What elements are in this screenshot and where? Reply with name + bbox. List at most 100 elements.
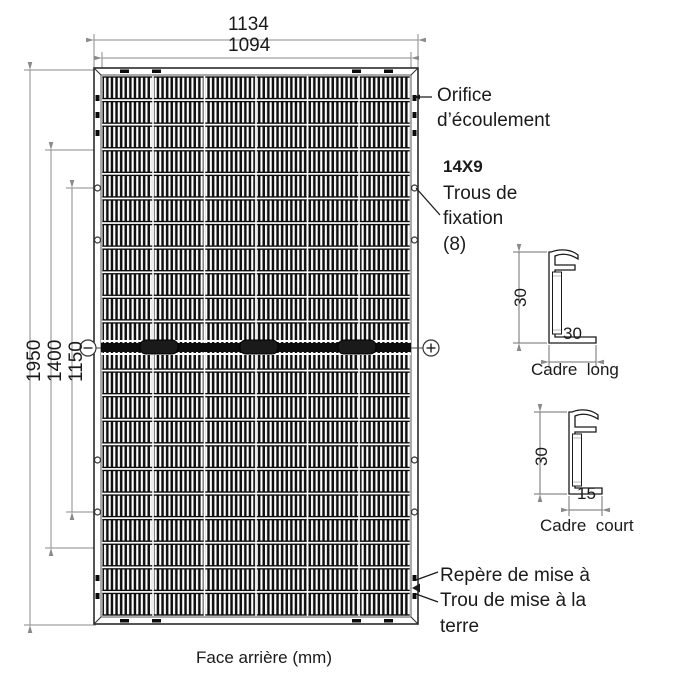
solar-cell-edge bbox=[102, 519, 153, 521]
solar-cell-edge bbox=[256, 515, 307, 518]
solar-cell bbox=[205, 125, 256, 149]
solar-cell-edge bbox=[359, 466, 410, 469]
solar-cell-edge bbox=[205, 392, 256, 395]
solar-cell bbox=[359, 469, 410, 493]
solar-cell-edge bbox=[153, 319, 204, 321]
solar-cell-edge bbox=[256, 396, 307, 398]
solar-cell bbox=[256, 100, 307, 125]
solar-cell-edge bbox=[359, 196, 410, 198]
solar-cell-edge bbox=[256, 199, 307, 201]
solar-cell bbox=[307, 444, 359, 469]
dimension-left-1150 bbox=[66, 180, 96, 520]
solar-cell bbox=[307, 149, 359, 174]
dim-label-left-mid: 1400 bbox=[45, 339, 66, 382]
solar-cell-edge bbox=[256, 543, 307, 545]
annotation-mount-line3: (8) bbox=[443, 234, 467, 255]
solar-cell-edge bbox=[359, 392, 410, 395]
solar-cell-edge bbox=[359, 199, 410, 201]
solar-cell-edge bbox=[205, 515, 256, 518]
solar-cell-edge bbox=[153, 469, 204, 472]
solar-cell-edge bbox=[308, 76, 359, 78]
solar-cell bbox=[359, 444, 410, 469]
solar-cell-edge bbox=[308, 491, 359, 493]
solar-cell bbox=[153, 395, 205, 420]
solar-cell-edge bbox=[102, 417, 153, 419]
solar-cell bbox=[102, 297, 153, 321]
solar-cell bbox=[205, 543, 256, 567]
solar-cell-edge bbox=[359, 220, 410, 223]
solar-cell bbox=[307, 100, 359, 125]
solar-cell-edge bbox=[102, 543, 153, 545]
solar-cell-edge bbox=[256, 568, 307, 570]
annotation-drain-line2: d’écoulement bbox=[437, 110, 551, 131]
solar-cell-edge bbox=[308, 122, 359, 124]
solar-cell-edge bbox=[359, 371, 410, 373]
solar-cell-edge bbox=[102, 515, 153, 518]
solar-cell-edge bbox=[359, 565, 410, 567]
solar-cell-edge bbox=[359, 540, 410, 542]
solar-cell-edge bbox=[205, 270, 256, 272]
solar-cell bbox=[153, 420, 205, 444]
solar-cell-edge bbox=[359, 368, 410, 370]
solar-cell bbox=[256, 592, 307, 616]
solar-cell-edge bbox=[153, 171, 204, 173]
annotation-ground-line2: Trou de mise à la bbox=[440, 590, 587, 611]
solar-cell bbox=[153, 469, 205, 493]
solar-cell-edge bbox=[102, 220, 153, 223]
solar-cell-edge bbox=[102, 248, 153, 250]
solar-cell bbox=[102, 223, 153, 248]
solar-cell-edge bbox=[359, 273, 410, 275]
solar-cell bbox=[205, 272, 256, 297]
solar-cell-edge bbox=[153, 445, 204, 447]
frame-section-court bbox=[534, 404, 610, 516]
frame-court-height-label: 30 bbox=[532, 447, 551, 466]
junction-box-group bbox=[139, 339, 377, 355]
solar-cell-edge bbox=[308, 297, 359, 300]
solar-cell-edge bbox=[205, 174, 256, 177]
solar-cell-edge bbox=[153, 614, 204, 616]
leader-lines bbox=[412, 94, 441, 603]
solar-cell-edge bbox=[256, 540, 307, 542]
solar-cell bbox=[307, 469, 359, 493]
solar-cell-edge bbox=[102, 494, 153, 496]
solar-cell bbox=[102, 420, 153, 444]
solar-cell-edge bbox=[205, 368, 256, 370]
solar-cell-edge bbox=[102, 294, 153, 296]
solar-cell-edge bbox=[102, 245, 153, 247]
solar-cell bbox=[153, 248, 205, 272]
solar-cell bbox=[359, 371, 410, 395]
frame-court-width-label: 15 bbox=[577, 484, 596, 503]
solar-cell-edge bbox=[308, 540, 359, 542]
solar-cell-edge bbox=[359, 494, 410, 496]
solar-cell-edge bbox=[359, 297, 410, 300]
solar-cell bbox=[307, 248, 359, 272]
solar-cell-edge bbox=[359, 396, 410, 398]
solar-cell bbox=[307, 199, 359, 223]
solar-cell-edge bbox=[102, 122, 153, 124]
solar-cell bbox=[205, 444, 256, 469]
annotation-mount-line1: Trous de bbox=[443, 183, 518, 204]
frame-long-width-label: 30 bbox=[563, 324, 582, 343]
solar-cell-edge bbox=[153, 100, 204, 103]
solar-cell-edge bbox=[205, 469, 256, 472]
solar-cell bbox=[359, 592, 410, 616]
solar-cell-edge bbox=[153, 270, 204, 272]
solar-cell-edge bbox=[308, 568, 359, 570]
solar-cell bbox=[256, 76, 307, 100]
solar-cell-edge bbox=[102, 273, 153, 275]
solar-cell-edge bbox=[102, 589, 153, 592]
solar-cell bbox=[153, 297, 205, 321]
solar-cell bbox=[359, 125, 410, 149]
solar-cell-edge bbox=[205, 491, 256, 493]
dim-label-left-outer: 1950 bbox=[24, 339, 45, 382]
solar-cell-edge bbox=[308, 565, 359, 567]
solar-cell bbox=[256, 494, 307, 518]
solar-cell-edge bbox=[256, 322, 307, 324]
solar-cell bbox=[153, 272, 205, 297]
solar-cell-edge bbox=[102, 97, 153, 100]
solar-cell-edge bbox=[308, 150, 359, 152]
solar-cell-edge bbox=[205, 273, 256, 275]
solar-cell-edge bbox=[308, 319, 359, 321]
solar-cell bbox=[307, 125, 359, 149]
solar-cell-edge bbox=[359, 442, 410, 444]
